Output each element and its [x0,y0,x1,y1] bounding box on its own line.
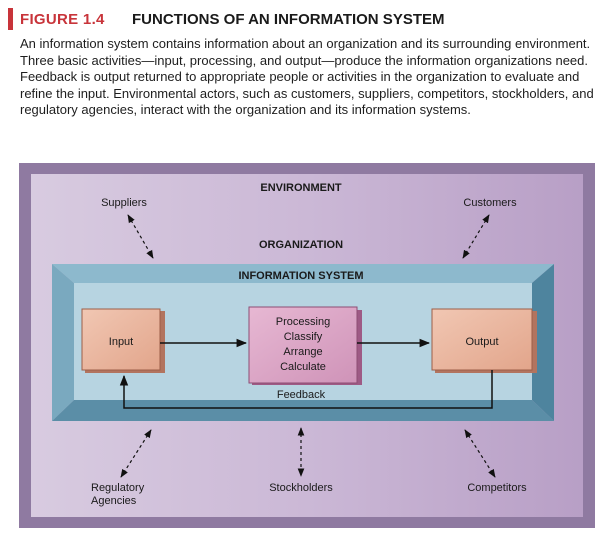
suppliers-label: Suppliers [101,197,147,209]
organization-label: ORGANIZATION [259,239,343,251]
accent-bar [8,8,13,30]
is-bevel-right [532,264,554,421]
feedback-label: Feedback [277,389,326,401]
information-system-label: INFORMATION SYSTEM [238,270,363,282]
regulatory-agencies-label-2: Agencies [91,495,137,507]
figure-caption: An information system contains informati… [20,36,594,117]
is-bevel-left [52,264,74,421]
output-box [431,308,533,371]
feedback-arrow [119,370,493,409]
processing-line-4: Calculate [280,361,326,373]
regulatory-agencies-label-1: Regulatory [91,482,145,494]
is-bevel-bottom [52,400,554,421]
output-label: Output [465,336,498,348]
customers-arrow [462,214,490,259]
figure-header: FIGURE 1.4 FUNCTIONS OF AN INFORMATION S… [8,8,600,138]
processing-line-3: Arrange [283,346,322,358]
customers-label: Customers [463,197,517,209]
figure-title: FUNCTIONS OF AN INFORMATION SYSTEM [132,11,445,28]
input-box [81,308,161,371]
processing-line-2: Classify [284,331,323,343]
processing-line-1: Processing [276,316,330,328]
is-bevel-top [52,264,554,283]
stockholders-label: Stockholders [269,482,333,494]
competitors-label: Competitors [467,482,527,494]
suppliers-arrow [127,214,154,259]
input-label: Input [109,336,133,348]
environment-label: ENVIRONMENT [260,182,342,194]
processing-box [248,306,358,384]
figure-number: FIGURE 1.4 [20,11,105,28]
